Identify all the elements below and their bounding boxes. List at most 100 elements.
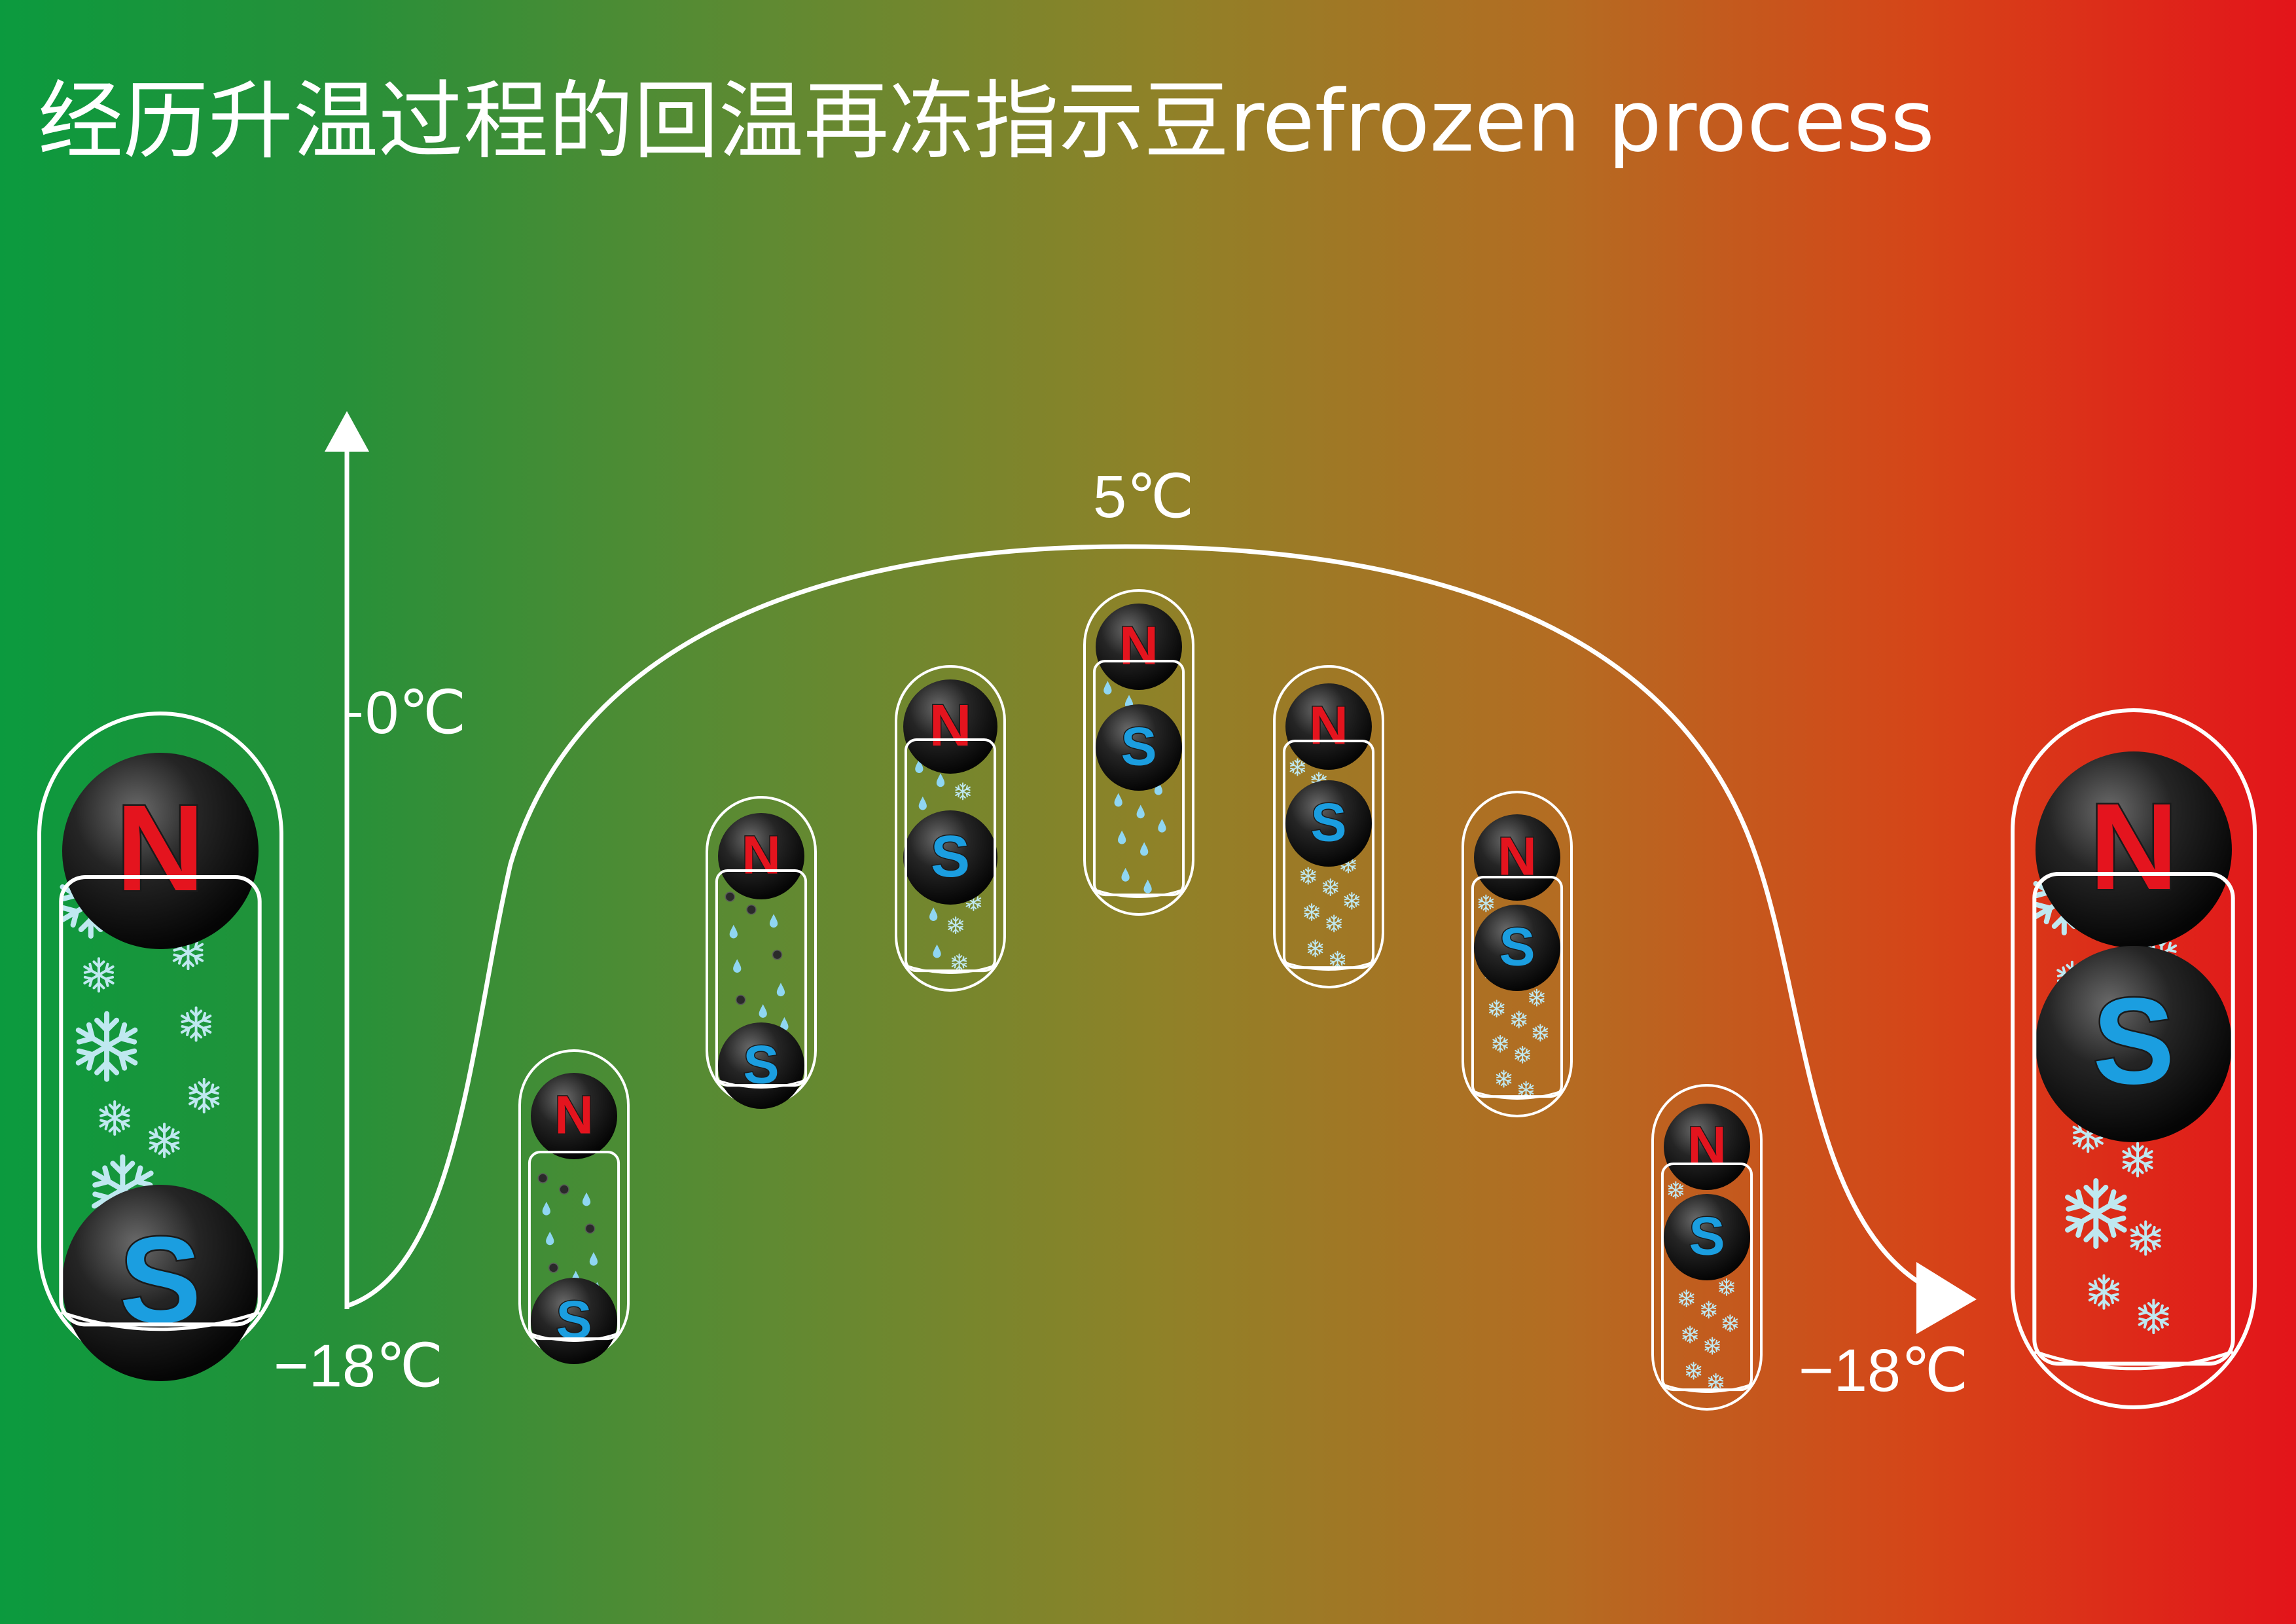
bean-capsule [1651,1084,1763,1411]
water-drop-icon [929,907,938,921]
north-pole-label: N [2089,778,2178,915]
snowflake-icon [1478,895,1494,912]
sediment-dot [746,904,757,915]
indicator-bean: NS [895,665,1006,992]
ball [1664,1194,1750,1280]
snowflake-icon [951,954,967,971]
bean-cap-line [1094,888,1184,898]
snowflake-icon [954,783,971,799]
south-ball: S [1096,704,1182,791]
water-drop-icon [582,1192,591,1206]
indicator-bean: NS [1273,665,1384,988]
snowflake-icon [148,1124,181,1157]
snowflake-icon [1300,868,1316,884]
snowflake-icon [2063,1181,2130,1246]
south-pole-label: S [1689,1206,1725,1266]
north-pole-label: N [1119,615,1158,676]
water-drop-icon [759,1004,767,1018]
snowflake-icon [2129,1221,2162,1254]
bean-cap-line [529,1332,619,1342]
north-ball: N [1096,604,1182,690]
snowflake-icon [1668,1182,1684,1199]
label-peak: 5℃ [1093,463,1194,530]
ball [62,1185,259,1381]
north-pole-label: N [742,825,781,885]
bean-capsule [1273,665,1384,988]
snowflake-icon [1708,1374,1724,1390]
bean-inner-tube [1282,740,1375,969]
temperature-curve [346,544,1939,1308]
ball [1474,814,1560,901]
water-drop-icon [589,1252,598,1266]
bean-cap-line [2034,1350,2234,1371]
snowflake-icon [1344,893,1360,909]
ball [1285,683,1372,770]
north-ball: N [62,753,259,949]
snowflake-icon [1307,940,1323,956]
ball [718,813,804,899]
north-ball: N [1474,814,1560,901]
ball [718,1022,804,1109]
water-drop-icon [1114,793,1122,807]
bean-inner-tube [528,1151,620,1341]
bean-inner-tube [715,869,808,1087]
snowflake-icon [82,958,116,991]
bean-cap-line [905,964,996,974]
water-drop-icon [933,944,941,958]
water-drop-icon [918,796,927,810]
water-drop-icon [1121,867,1130,882]
curve-arrow-icon [1916,1262,1977,1334]
bean-capsule [2011,708,2257,1409]
north-pole-label: N [554,1085,594,1145]
snowflake-icon [2137,1300,2170,1333]
north-pole-label: N [116,779,204,916]
sediment-dot [725,892,736,902]
snowflake-icon [1722,1315,1738,1331]
snowflake-icon [73,1014,140,1079]
water-drop-icon [936,773,945,787]
snowflake-icon [1678,1290,1695,1307]
indicator-bean: NS [2011,708,2257,1409]
ball [531,1073,617,1159]
ball [903,679,997,774]
bean-cap-line [1662,1383,1752,1393]
snowflake-icon [1532,1024,1549,1041]
snowflake-icon [179,1008,213,1041]
north-pole-label: N [1687,1115,1727,1176]
north-pole-label: N [1309,695,1348,755]
south-pole-label: S [1499,916,1535,977]
south-ball: S [1664,1194,1750,1280]
snowflake-icon [1718,1279,1734,1295]
south-ball: S [718,1022,804,1109]
sediment-dot [548,1263,559,1273]
bean-inner-tube [1092,660,1185,897]
sediment-dot [772,949,783,960]
indicator-bean: NS [37,712,283,1381]
indicator-bean: NS [706,796,817,1109]
snowflake-icon [1704,1338,1720,1354]
bean-inner-tube [904,738,997,973]
north-ball: N [903,679,997,774]
sediment-dot [559,1184,569,1195]
north-pole-label: N [929,693,972,759]
snowflake-icon [1325,915,1342,931]
south-pole-label: S [931,824,970,890]
water-drop-icon [546,1231,554,1246]
snowflake-icon [1303,904,1319,920]
bean-inner-tube [2032,872,2235,1366]
south-pole-label: S [2092,972,2174,1110]
bean-cap-line [1283,961,1374,971]
snowflake-icon [1322,879,1338,895]
water-drop-icon [1103,681,1112,695]
ball [1096,604,1182,690]
snowflake-icon [1528,990,1545,1006]
temperature-axis [325,411,369,1309]
north-ball: N [531,1073,617,1159]
bean-inner-tube [59,875,262,1327]
water-drop-icon [1136,804,1145,819]
water-drop-icon [1143,879,1152,893]
water-drop-icon [733,959,742,973]
